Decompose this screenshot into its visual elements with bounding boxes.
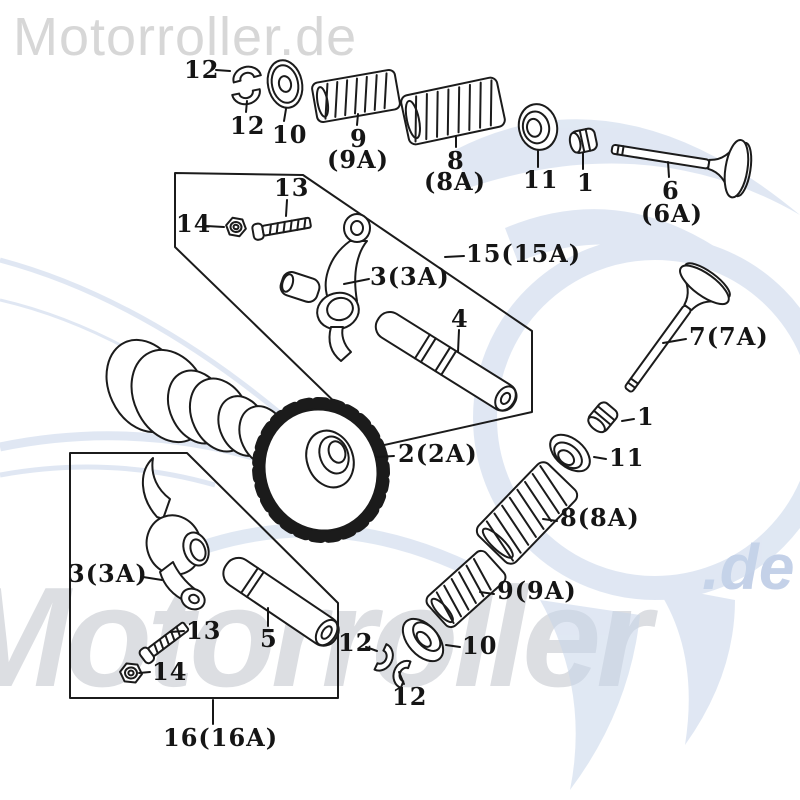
part-label-14: 14 <box>152 657 188 686</box>
valve-icon <box>624 262 731 393</box>
part-label-6a: (6A) <box>641 199 704 228</box>
valve-spring-outer-icon <box>400 76 506 146</box>
part-label-8a: (8A) <box>424 167 487 196</box>
valve-icon <box>610 139 753 199</box>
valve-spring-inner-icon <box>311 68 401 124</box>
valve-seal-icon <box>568 127 598 154</box>
camshaft-icon <box>105 338 390 544</box>
part-label-12: 12 <box>392 682 428 711</box>
lock-nut-icon <box>119 662 143 684</box>
part-label-4: 4 <box>451 304 469 333</box>
watermark-top-text: Motorroller.de <box>13 7 358 67</box>
valve-seal-icon <box>587 401 619 434</box>
part-label-3-3a: 3(3A) <box>370 262 450 291</box>
rocker-arm-icon <box>279 213 371 362</box>
part-label-10: 10 <box>272 120 308 149</box>
part-label-14: 14 <box>176 209 212 238</box>
spring-retainer-icon <box>266 59 304 109</box>
part-label-7-7a: 7(7A) <box>689 322 769 351</box>
part-label-8-8a: 8(8A) <box>560 503 640 532</box>
part-label-9: 9 <box>350 124 368 153</box>
leader-lines <box>138 69 687 725</box>
part-label-11: 11 <box>609 443 645 472</box>
part-label-9-9a: 9(9A) <box>497 576 577 605</box>
valve-spring-outer-icon <box>475 461 579 565</box>
part-label-11: 11 <box>523 165 559 194</box>
spring-retainer-icon <box>401 617 445 663</box>
rocker-arm-icon <box>141 457 210 611</box>
part-label-5: 5 <box>260 624 278 653</box>
box-16-outline <box>69 452 339 699</box>
part-label-16-16a: 16(16A) <box>163 723 279 752</box>
rocker-shaft-icon <box>374 310 518 412</box>
part-label-3-3a: 3(3A) <box>68 559 148 588</box>
part-label-2-2a: 2(2A) <box>398 439 478 468</box>
part-label-13: 13 <box>274 173 310 202</box>
box-15-outline <box>174 172 533 447</box>
spring-seat-icon <box>517 103 559 151</box>
part-label-12: 12 <box>184 55 220 84</box>
rocker-shaft-icon <box>222 556 340 647</box>
part-label-1: 1 <box>637 402 655 431</box>
part-label-10: 10 <box>462 631 498 660</box>
lock-nut-icon <box>225 216 247 238</box>
part-label-13: 13 <box>186 616 222 645</box>
part-label-12: 12 <box>338 628 374 657</box>
valve-cotter-icon <box>229 62 262 84</box>
part-label-1: 1 <box>577 168 595 197</box>
spring-seat-icon <box>549 433 591 473</box>
part-label-6: 6 <box>662 176 680 205</box>
adjust-screw-icon <box>251 216 312 241</box>
part-label-8: 8 <box>447 146 465 175</box>
part-label-12: 12 <box>230 111 266 140</box>
valve-spring-inner-icon <box>425 549 507 629</box>
part-label-15-15a: 15(15A) <box>466 239 582 268</box>
part-label-9a: (9A) <box>327 145 390 174</box>
